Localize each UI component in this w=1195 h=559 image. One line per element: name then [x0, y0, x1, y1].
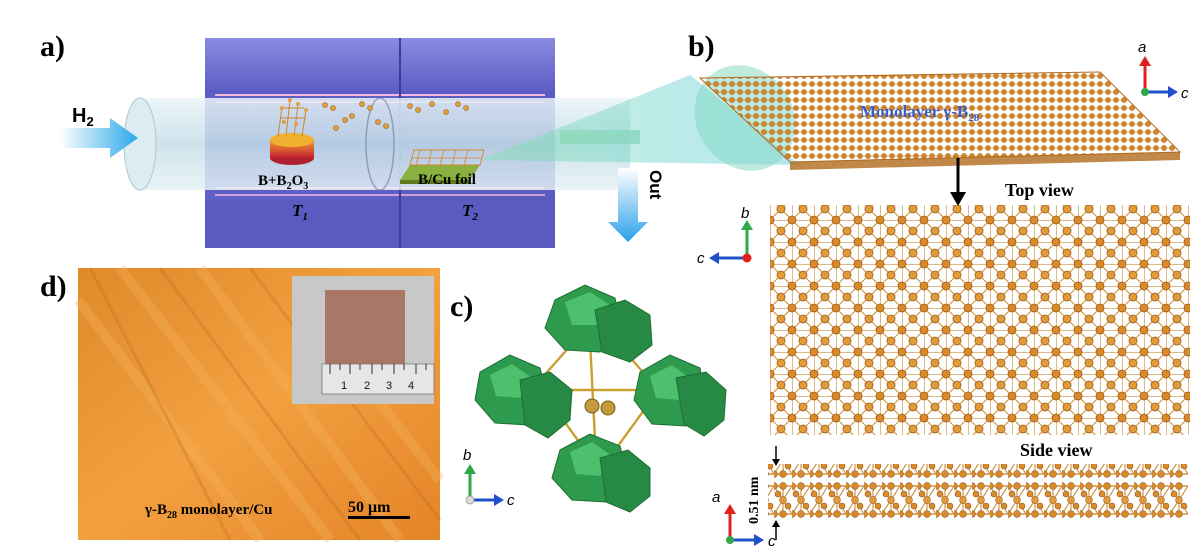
gas-outlet-arrow	[608, 168, 648, 242]
scale-bar-label: 50 μm	[348, 499, 391, 516]
source-label: B+B2O3	[258, 173, 308, 192]
gas-inlet-arrow	[60, 118, 138, 158]
outlet-label: Out	[646, 170, 665, 200]
furnace-top-slab-2	[400, 38, 555, 93]
axes-sheet: a c	[1138, 39, 1189, 102]
monolayer-sheet-3d: Monolayer γ-B28	[698, 71, 1182, 170]
thickness-label: 0.51 nm	[747, 476, 762, 524]
furnace-top-slab-1	[205, 38, 400, 93]
central-atom-2	[600, 400, 616, 416]
vapor-clusters	[322, 101, 469, 131]
ruler	[321, 363, 435, 395]
central-atom-1	[584, 398, 600, 414]
axis-c-right-label: c	[507, 492, 515, 509]
axes-top-view: b c	[697, 205, 753, 267]
side-view-label: Side view	[1020, 440, 1093, 460]
micrograph-caption: γ-B28 monolayer/Cu	[144, 502, 272, 521]
substrate-label: B/Cu foil	[418, 172, 476, 188]
axis-side-up-label: a	[712, 489, 720, 506]
icosahedra-structure	[474, 284, 727, 513]
optical-micrograph: 1 2 3 4 γ-B28 monolayer/Cu 50 μm	[74, 264, 444, 544]
zone-2-temp-label: T2	[462, 201, 478, 223]
boron-source	[270, 98, 314, 165]
zone-1-temp-label: T1	[292, 201, 308, 223]
axis-top-left-label: c	[697, 250, 705, 267]
furnace-bottom-slab-1	[205, 200, 400, 248]
axes-side-view: a c	[712, 489, 776, 550]
panel-label-a: a)	[40, 30, 65, 63]
panel-label-c: c)	[450, 290, 474, 323]
panel-label-d: d)	[40, 270, 67, 303]
top-view-lattice	[770, 205, 1190, 435]
side-view-lattice	[768, 464, 1188, 520]
axis-top-up-label: b	[741, 205, 749, 222]
gas-inlet-label: H2	[72, 105, 94, 129]
axis-c-up-label: b	[463, 447, 471, 464]
sheet-title: Monolayer γ-B28	[860, 102, 980, 124]
inset-photo: 1 2 3 4	[292, 276, 435, 404]
axis-side-right-label: c	[768, 533, 776, 550]
top-view-label: Top view	[1005, 180, 1074, 200]
axes-panel-c: b c	[463, 447, 515, 509]
ruler-tick-1: 1	[341, 380, 347, 392]
axis-sheet-right-label: c	[1181, 85, 1189, 102]
furnace-diagram: B+B2O3 B/Cu foil T1 T2 H2 Out	[60, 38, 665, 248]
panel-label-b: b)	[688, 30, 715, 63]
ruler-tick-2: 2	[364, 380, 370, 392]
furnace-bottom-slab-2	[400, 200, 555, 248]
scale-bar	[348, 516, 410, 519]
cu-foil-substrate	[400, 149, 485, 184]
thickness-markers	[772, 446, 780, 540]
ruler-tick-3: 3	[386, 380, 392, 392]
axis-sheet-up-label: a	[1138, 39, 1146, 56]
ruler-tick-4: 4	[408, 380, 414, 392]
